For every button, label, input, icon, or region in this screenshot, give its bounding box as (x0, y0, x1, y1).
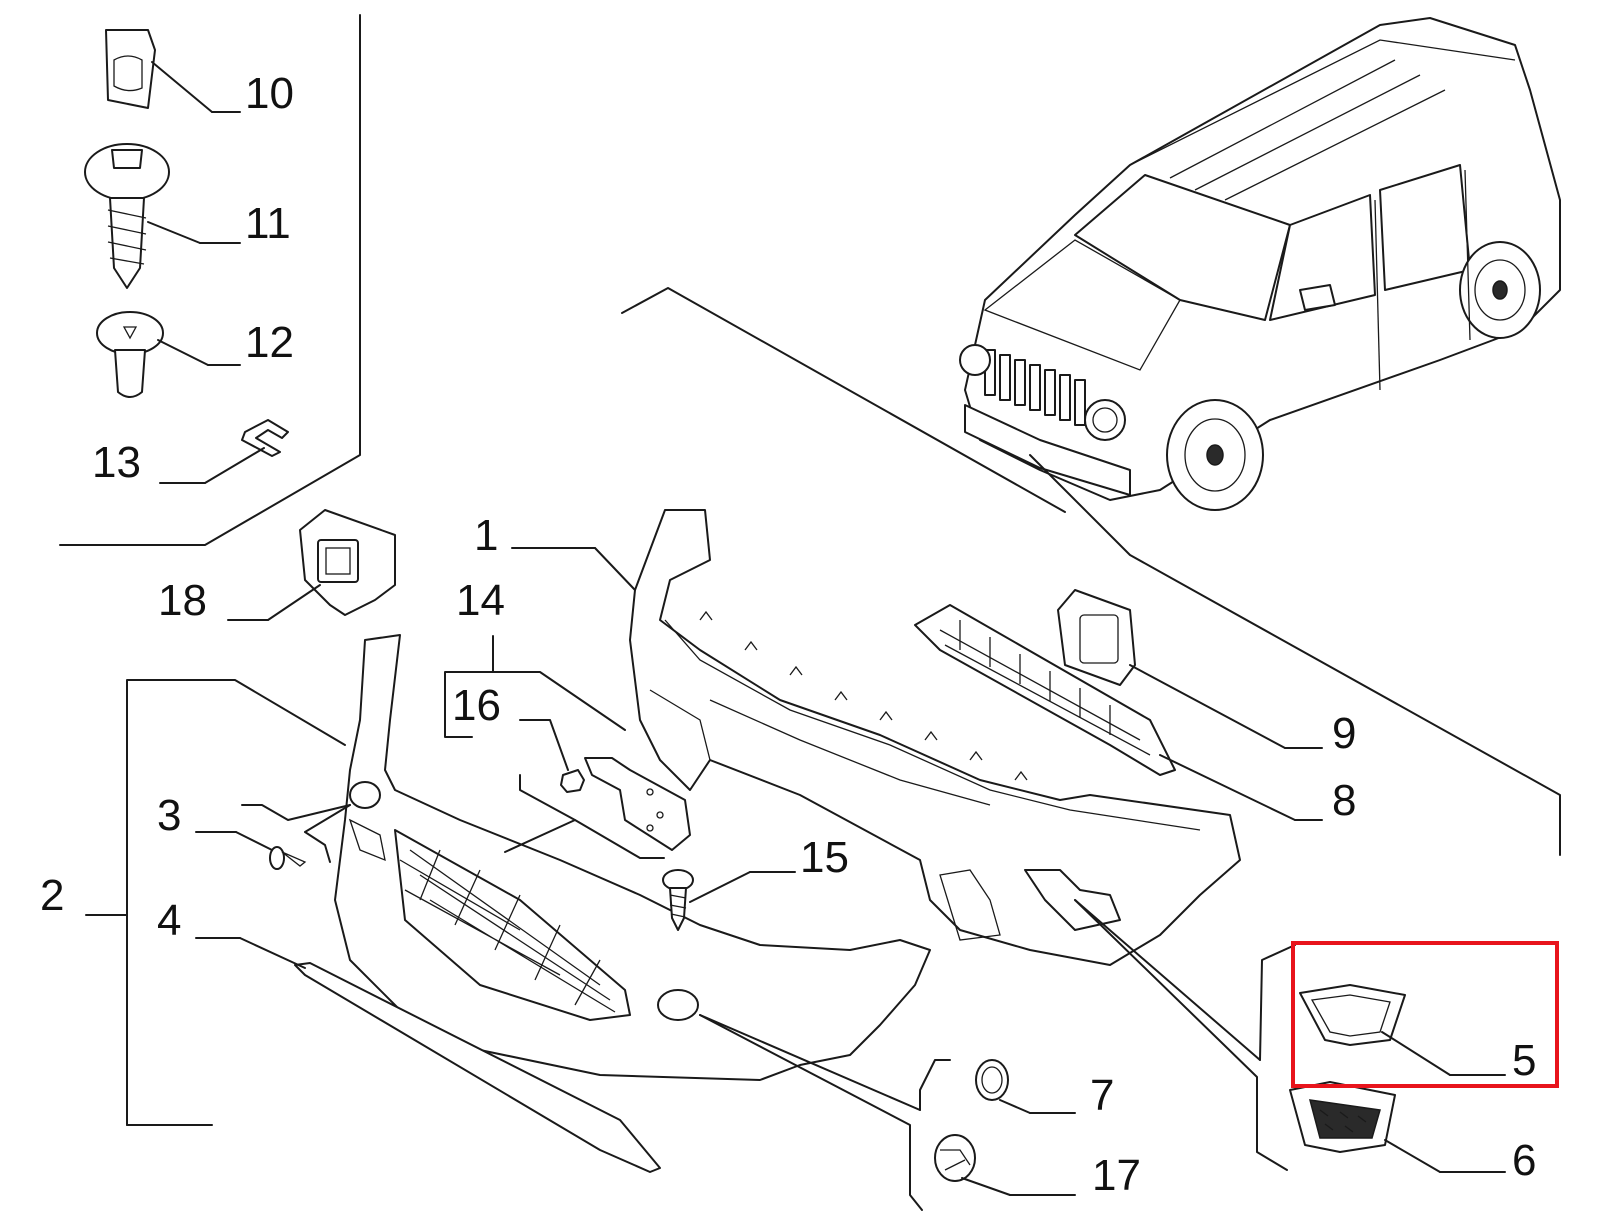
callout-3: 3 (157, 791, 181, 840)
callout-9: 9 (1332, 709, 1356, 758)
highlight-box-part-5 (1291, 941, 1559, 1088)
callout-labels: 1 2 3 4 5 6 7 8 9 10 11 12 13 14 15 16 1… (40, 69, 1536, 1200)
vehicle-illustration (959, 17, 1561, 511)
callout-4: 4 (157, 896, 181, 945)
bumper-fascia-part-1 (511, 509, 1241, 966)
callout-15: 15 (800, 833, 849, 882)
front-wheel (1166, 399, 1264, 511)
callout-1: 1 (474, 511, 498, 560)
clip-part-3 (195, 831, 307, 870)
lower-bumper-part-2 (334, 634, 931, 1081)
callout-10: 10 (245, 69, 294, 118)
callout-11: 11 (245, 199, 291, 248)
bracket-group-14-16 (444, 635, 691, 851)
cap-part-7 (975, 1059, 1076, 1114)
callout-13: 13 (92, 438, 141, 487)
spring-clip-part-13 (159, 419, 289, 484)
callout-5: 5 (1512, 1036, 1536, 1085)
bracket-part-18 (227, 509, 396, 621)
push-pin-part-12 (96, 311, 241, 398)
callout-14: 14 (456, 576, 505, 625)
bezel-leaders (1074, 899, 1296, 1171)
callout-12: 12 (245, 318, 294, 367)
assembly-frame-lines (85, 287, 1561, 1126)
caps-leaders (699, 1014, 951, 1211)
trim-strip-part-4 (195, 937, 661, 1173)
callout-17: 17 (1092, 1151, 1141, 1200)
callout-7: 7 (1090, 1071, 1114, 1120)
energy-absorber-part-8 (914, 604, 1323, 821)
callout-16: 16 (452, 681, 501, 730)
fog-bezel-part-5 (1299, 984, 1506, 1076)
part-2-leaders (241, 774, 665, 863)
callout-2: 2 (40, 871, 64, 920)
callout-6: 6 (1512, 1136, 1536, 1185)
rear-wheel (1459, 241, 1541, 339)
clip-part-10 (105, 29, 241, 113)
callout-8: 8 (1332, 776, 1356, 825)
cap-part-17 (934, 1134, 1076, 1196)
callout-18: 18 (158, 576, 207, 625)
grille-slots (984, 349, 1086, 426)
sensor-bracket-part-9 (1057, 589, 1323, 749)
small-parts-panel (59, 14, 361, 546)
fog-bezel-part-6 (1289, 1081, 1506, 1173)
screw-part-11 (84, 143, 241, 289)
panel-border (59, 14, 361, 546)
screw-part-15 (662, 869, 796, 931)
